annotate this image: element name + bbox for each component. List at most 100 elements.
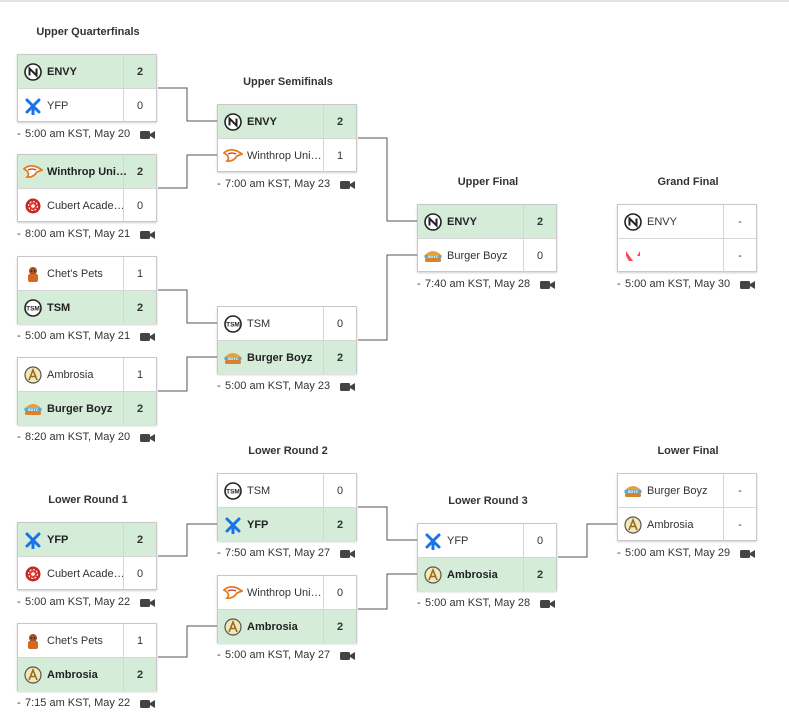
video-camera-icon[interactable]: [340, 180, 355, 190]
video-camera-icon[interactable]: [140, 699, 155, 709]
team-row[interactable]: -: [618, 238, 756, 272]
video-camera-icon[interactable]: [140, 130, 155, 140]
team-score: 2: [123, 155, 156, 188]
burger-boyz-logo-icon: BOYZ: [23, 399, 43, 419]
match-time-text: 5:00 am KST, May 22: [25, 596, 131, 608]
team-score: 0: [523, 239, 556, 272]
match-time: -5:00 am KST, May 30: [617, 278, 759, 292]
match-time-text: 8:00 am KST, May 21: [25, 228, 131, 240]
round-title-upper-quarterfinals: Upper Quarterfinals: [36, 26, 140, 38]
team-score: 1: [123, 358, 156, 391]
team-row[interactable]: YFP 0: [18, 88, 156, 122]
burger-boyz-logo-icon: BOYZ: [623, 481, 643, 501]
match-time: -8:20 am KST, May 20: [17, 431, 159, 445]
team-name: Ambrosia: [447, 568, 498, 581]
time-dash: -: [17, 697, 21, 709]
team-name: Winthrop University: [247, 586, 327, 599]
svg-text:TSM: TSM: [226, 488, 240, 495]
match-time: -8:00 am KST, May 21: [17, 228, 159, 242]
video-camera-icon[interactable]: [740, 549, 755, 559]
chets-pets-logo-icon: [23, 631, 43, 651]
yfp-logo-icon: [23, 530, 43, 550]
video-camera-icon[interactable]: [540, 280, 555, 290]
time-dash: -: [417, 278, 421, 290]
video-camera-icon[interactable]: [140, 598, 155, 608]
round-title-lower-round-3: Lower Round 3: [448, 495, 528, 507]
match-time: -5:00 am KST, May 28: [417, 597, 559, 611]
team-score: 0: [323, 576, 356, 609]
team-row[interactable]: Winthrop University0: [218, 576, 356, 609]
video-camera-icon[interactable]: [140, 332, 155, 342]
team-score: 2: [123, 392, 156, 425]
match-time-text: 5:00 am KST, May 27: [225, 649, 331, 661]
video-camera-icon[interactable]: [740, 280, 755, 290]
team-score: -: [723, 239, 756, 272]
team-row[interactable]: Winthrop University1: [218, 138, 356, 172]
match-time-text: 8:20 am KST, May 20: [25, 431, 131, 443]
video-camera-icon[interactable]: [140, 433, 155, 443]
team-score: 0: [123, 189, 156, 222]
video-camera-icon[interactable]: [340, 382, 355, 392]
match-time-text: 7:40 am KST, May 28: [425, 278, 531, 290]
team-score: 0: [123, 89, 156, 122]
ambrosia-logo-icon: [423, 565, 443, 585]
team-score: 2: [523, 205, 556, 238]
envy-logo-icon: [223, 112, 243, 132]
team-score: 2: [123, 523, 156, 556]
time-dash: -: [617, 278, 621, 290]
video-camera-icon[interactable]: [540, 599, 555, 609]
team-name: YFP: [47, 99, 69, 112]
team-row[interactable]: Winthrop University2: [18, 155, 156, 188]
team-name: Burger Boyz: [647, 484, 708, 497]
team-row[interactable]: ENVY-: [618, 205, 756, 238]
team-name: Chet's Pets: [47, 267, 103, 280]
team-name: Cubert Academy: [47, 567, 127, 580]
match-lr2b[interactable]: Winthrop University0Ambrosia2: [217, 575, 357, 643]
ambrosia-logo-icon: [223, 617, 243, 637]
team-name: Burger Boyz: [247, 351, 313, 364]
winthrop-logo-icon: [23, 162, 43, 182]
video-camera-icon[interactable]: [140, 230, 155, 240]
team-name: Ambrosia: [47, 668, 98, 681]
match-gf[interactable]: ENVY--: [617, 204, 757, 272]
team-name: TSM: [247, 484, 271, 497]
team-row[interactable]: Ambrosia-: [618, 507, 756, 541]
video-camera-icon[interactable]: [340, 549, 355, 559]
team-score: 2: [123, 658, 156, 691]
match-time: -7:15 am KST, May 22: [17, 697, 159, 711]
team-row[interactable]: Ambrosia 2: [18, 657, 156, 691]
video-camera-icon[interactable]: [340, 651, 355, 661]
